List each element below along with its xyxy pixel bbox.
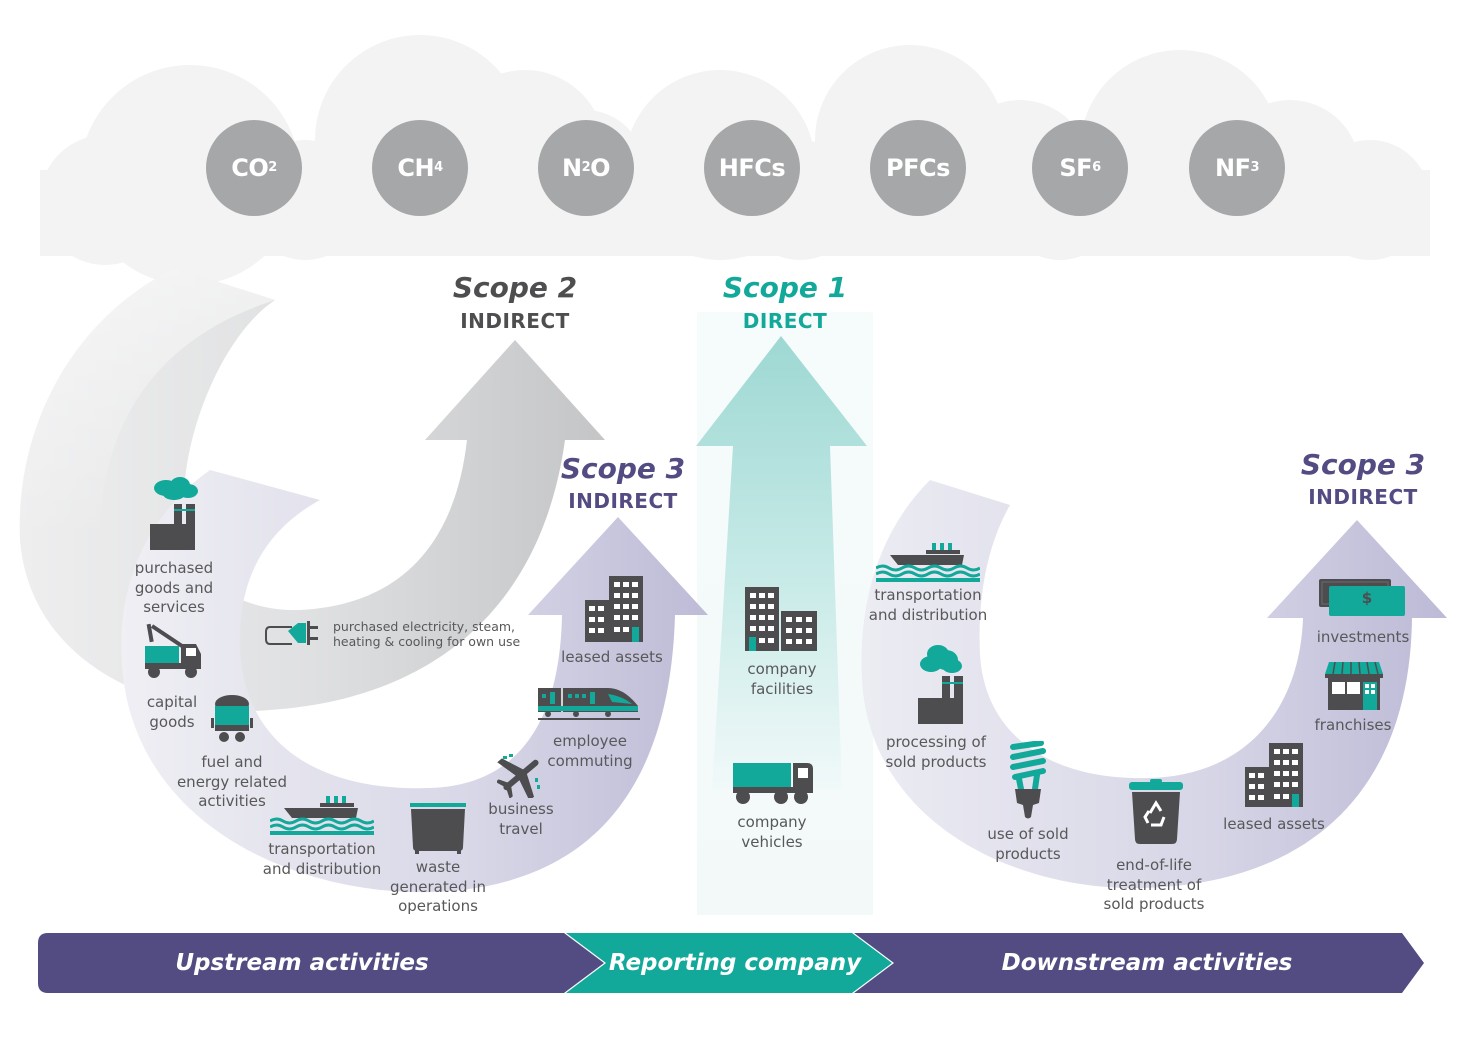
airplane-icon [497, 754, 540, 798]
factory-icon [918, 645, 963, 724]
dumpster-icon [410, 803, 466, 854]
storefront-icon [1325, 662, 1383, 710]
downstream-band [854, 933, 1424, 993]
building-icon [745, 587, 817, 651]
gas-formula: CH [397, 154, 435, 182]
scope2-title: Scope 2 [452, 271, 578, 304]
upstream-item-label: transportation and distribution [262, 840, 382, 878]
gas-circle: HFCs [704, 120, 800, 216]
scope2-arrow-fade [19, 268, 275, 540]
upstream-band [38, 933, 604, 993]
gas-formula: HFCs [718, 154, 786, 182]
upstream-item-label: capital goods [146, 693, 198, 731]
scope1-arrow [696, 336, 867, 790]
scope3-downstream-title: Scope 3 [1300, 448, 1426, 481]
scope2-item-label: purchased electricity, steam, heating & … [333, 619, 521, 649]
ship-icon [270, 796, 374, 835]
upstream-item-label: purchased goods and services [134, 559, 214, 616]
building-icon [585, 576, 643, 642]
gas-circle: PFCs [870, 120, 966, 216]
coal-cart-icon [211, 695, 253, 742]
scope2-subtitle: INDIRECT [460, 309, 570, 333]
downstream-item-label: end-of-life treatment of sold products [1103, 856, 1205, 913]
reporting-item-label: company facilities [747, 660, 817, 698]
gas-formula-suffix: O [590, 154, 611, 182]
downstream-item-label: transportation and distribution [868, 586, 988, 624]
upstream-item-label: leased assets [561, 648, 663, 666]
upstream-item-label: employee commuting [547, 732, 633, 770]
scope3-upstream-arrow [121, 470, 709, 893]
lightbulb-icon [1010, 741, 1046, 819]
gas-formula: NF [1214, 154, 1251, 182]
scope3-upstream-title: Scope 3 [560, 452, 686, 485]
plug-icon [265, 621, 318, 645]
upstream-item-label: business travel [488, 800, 554, 838]
train-icon [538, 688, 640, 720]
scope3-downstream-subtitle: INDIRECT [1308, 485, 1418, 509]
gas-formula: PFCs [886, 154, 950, 182]
reporting-band [566, 933, 892, 993]
money-icon [1319, 579, 1405, 616]
downstream-item-label: processing of sold products [885, 733, 987, 771]
downstream-item-label: use of sold products [987, 825, 1069, 863]
gas-formula: N [561, 154, 582, 182]
upstream-item-label: waste generated in operations [390, 858, 486, 915]
gas-formula: CO [231, 154, 269, 182]
reporting-item-label: company vehicles [737, 813, 807, 851]
downstream-item-label: investments [1316, 628, 1410, 646]
upstream-item-label: fuel and energy related activities [176, 753, 288, 810]
downstream-item-label: franchises [1314, 716, 1392, 734]
scope3-upstream-subtitle: INDIRECT [568, 489, 678, 513]
recycle-bin-icon [1129, 779, 1183, 844]
reporting-company-label: Reporting company [608, 950, 862, 976]
downstream-activities-label: Downstream activities [1001, 950, 1293, 976]
crane-truck-icon [145, 623, 201, 678]
building-icon [1245, 743, 1303, 807]
scope1-subtitle: DIRECT [742, 309, 828, 333]
ship-icon [876, 543, 980, 582]
factory-icon [150, 477, 198, 550]
scope1-title: Scope 1 [722, 271, 848, 304]
truck-icon [733, 763, 813, 804]
money-symbol: $ [1361, 589, 1373, 607]
upstream-activities-label: Upstream activities [175, 950, 429, 976]
downstream-item-label: leased assets [1223, 815, 1325, 833]
gas-formula: SF [1059, 154, 1093, 182]
